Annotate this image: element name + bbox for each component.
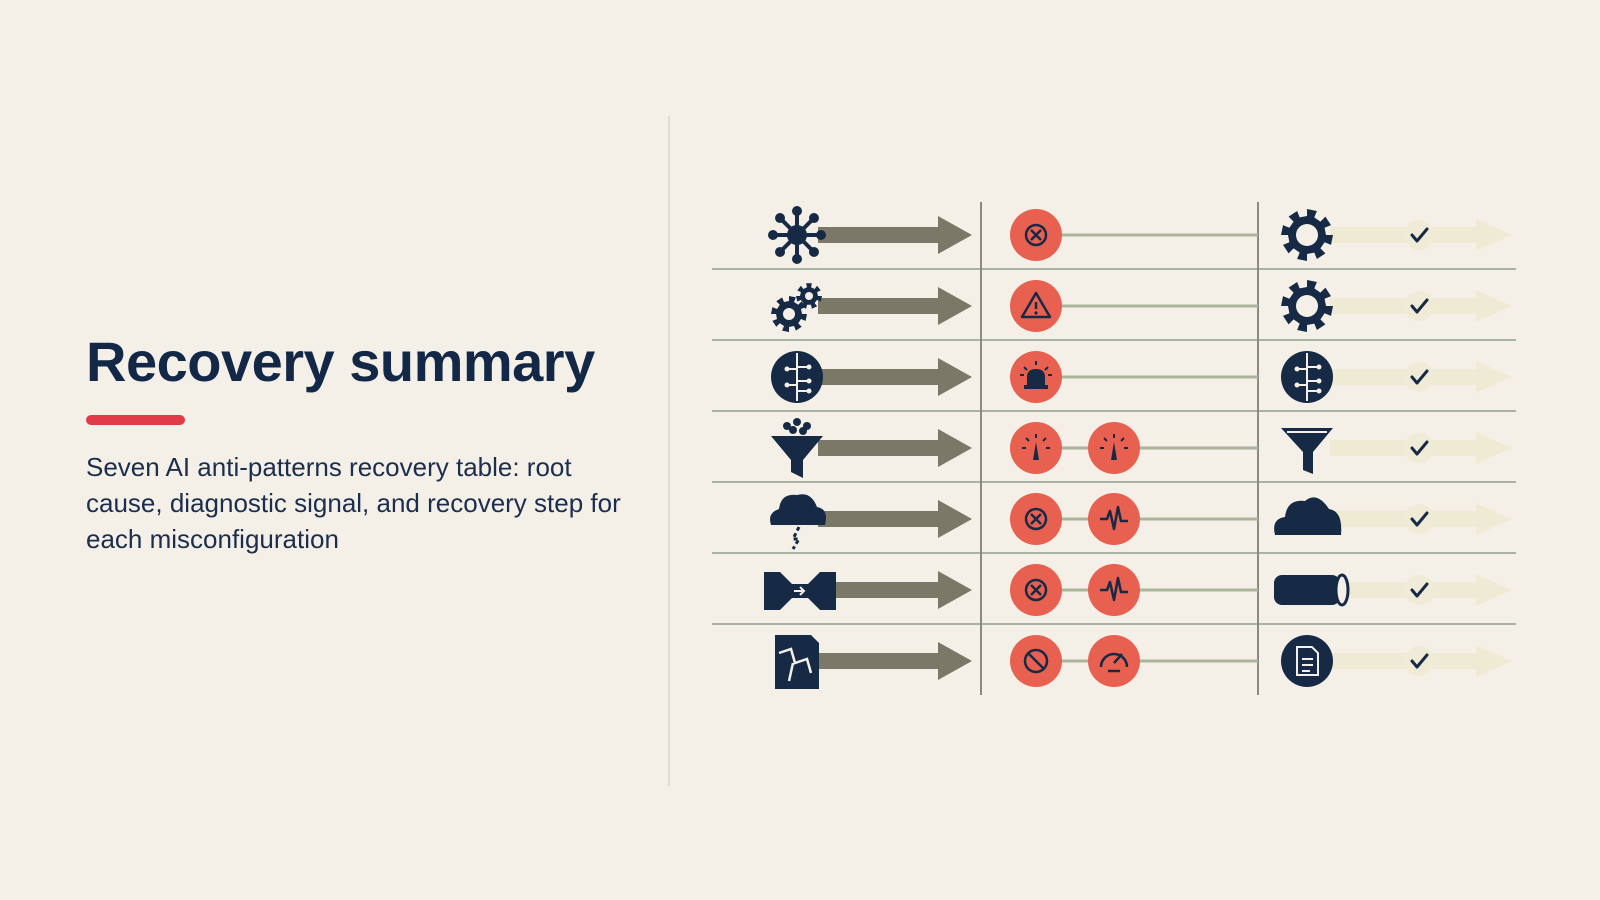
check-badge [1404, 504, 1434, 534]
cause-arrow [818, 429, 972, 467]
cancel-circle-icon [1024, 578, 1048, 602]
signal-badge [1010, 422, 1062, 474]
cause-arrow [818, 642, 972, 680]
vertical-divider [668, 116, 670, 786]
title-accent-bar [86, 415, 185, 426]
signal-badge-circle [1088, 493, 1140, 545]
gear-icon [1281, 280, 1333, 332]
table-row [771, 280, 1512, 332]
signal-badge [1088, 635, 1140, 687]
table-row [775, 635, 1512, 689]
gears-icon [771, 283, 822, 332]
table-rows [764, 206, 1512, 689]
signal-badge [1010, 564, 1062, 616]
table-row [764, 564, 1512, 616]
gear-icon [1281, 209, 1333, 261]
table-grid [712, 202, 1516, 695]
title-block: Recovery summary Seven AI anti-patterns … [86, 328, 646, 557]
warning-triangle-icon [1020, 291, 1052, 319]
check-badge [1404, 433, 1434, 463]
slide-subtitle: Seven AI anti-patterns recovery table: r… [86, 452, 621, 555]
funnel-icon [1281, 428, 1333, 474]
signal-badge [1010, 280, 1062, 332]
signal-badge [1088, 422, 1140, 474]
table-row [768, 206, 1512, 264]
cause-arrow [818, 571, 972, 609]
cause-arrow [818, 500, 972, 538]
signal-badge-circle [1088, 635, 1140, 687]
cancel-circle-icon [1024, 507, 1048, 531]
check-badge [1404, 575, 1434, 605]
check-badge [1404, 291, 1434, 321]
pressure-gauge-icon [1100, 434, 1128, 460]
cancel-circle-icon [1024, 223, 1048, 247]
signal-badge [1010, 209, 1062, 261]
signal-badge-circle [1088, 564, 1140, 616]
cause-arrow [818, 216, 972, 254]
signal-badge [1088, 564, 1140, 616]
broken-document-icon [775, 635, 819, 689]
alarm-light-icon [1020, 361, 1052, 389]
cloud-icon [1274, 497, 1342, 535]
cause-arrow [818, 358, 972, 396]
pulse-wave-icon [1100, 576, 1128, 602]
cause-arrow [818, 287, 972, 325]
cloud-storm-icon [770, 494, 826, 550]
pressure-gauge-icon [1022, 434, 1050, 460]
check-badge [1404, 220, 1434, 250]
signal-badge [1010, 351, 1062, 403]
check-badge [1404, 646, 1434, 676]
table-row [771, 418, 1512, 478]
network-node-icon [768, 206, 826, 264]
circuit-brain-icon [1281, 351, 1333, 403]
table-row [770, 493, 1512, 550]
signal-badge [1010, 493, 1062, 545]
pulse-wave-icon [1100, 505, 1128, 531]
bottleneck-pipe-icon [764, 572, 836, 610]
table-row [771, 351, 1512, 403]
slide-title: Recovery summary [86, 330, 595, 393]
speedometer-icon [1099, 652, 1129, 673]
check-badge [1404, 362, 1434, 392]
pipe-icon [1274, 573, 1350, 607]
circuit-brain-icon [771, 351, 823, 403]
document-icon [1281, 635, 1333, 687]
filter-funnel-icon [771, 418, 823, 478]
signal-badge [1088, 493, 1140, 545]
signal-badge [1010, 635, 1062, 687]
blocked-icon [1023, 648, 1049, 674]
